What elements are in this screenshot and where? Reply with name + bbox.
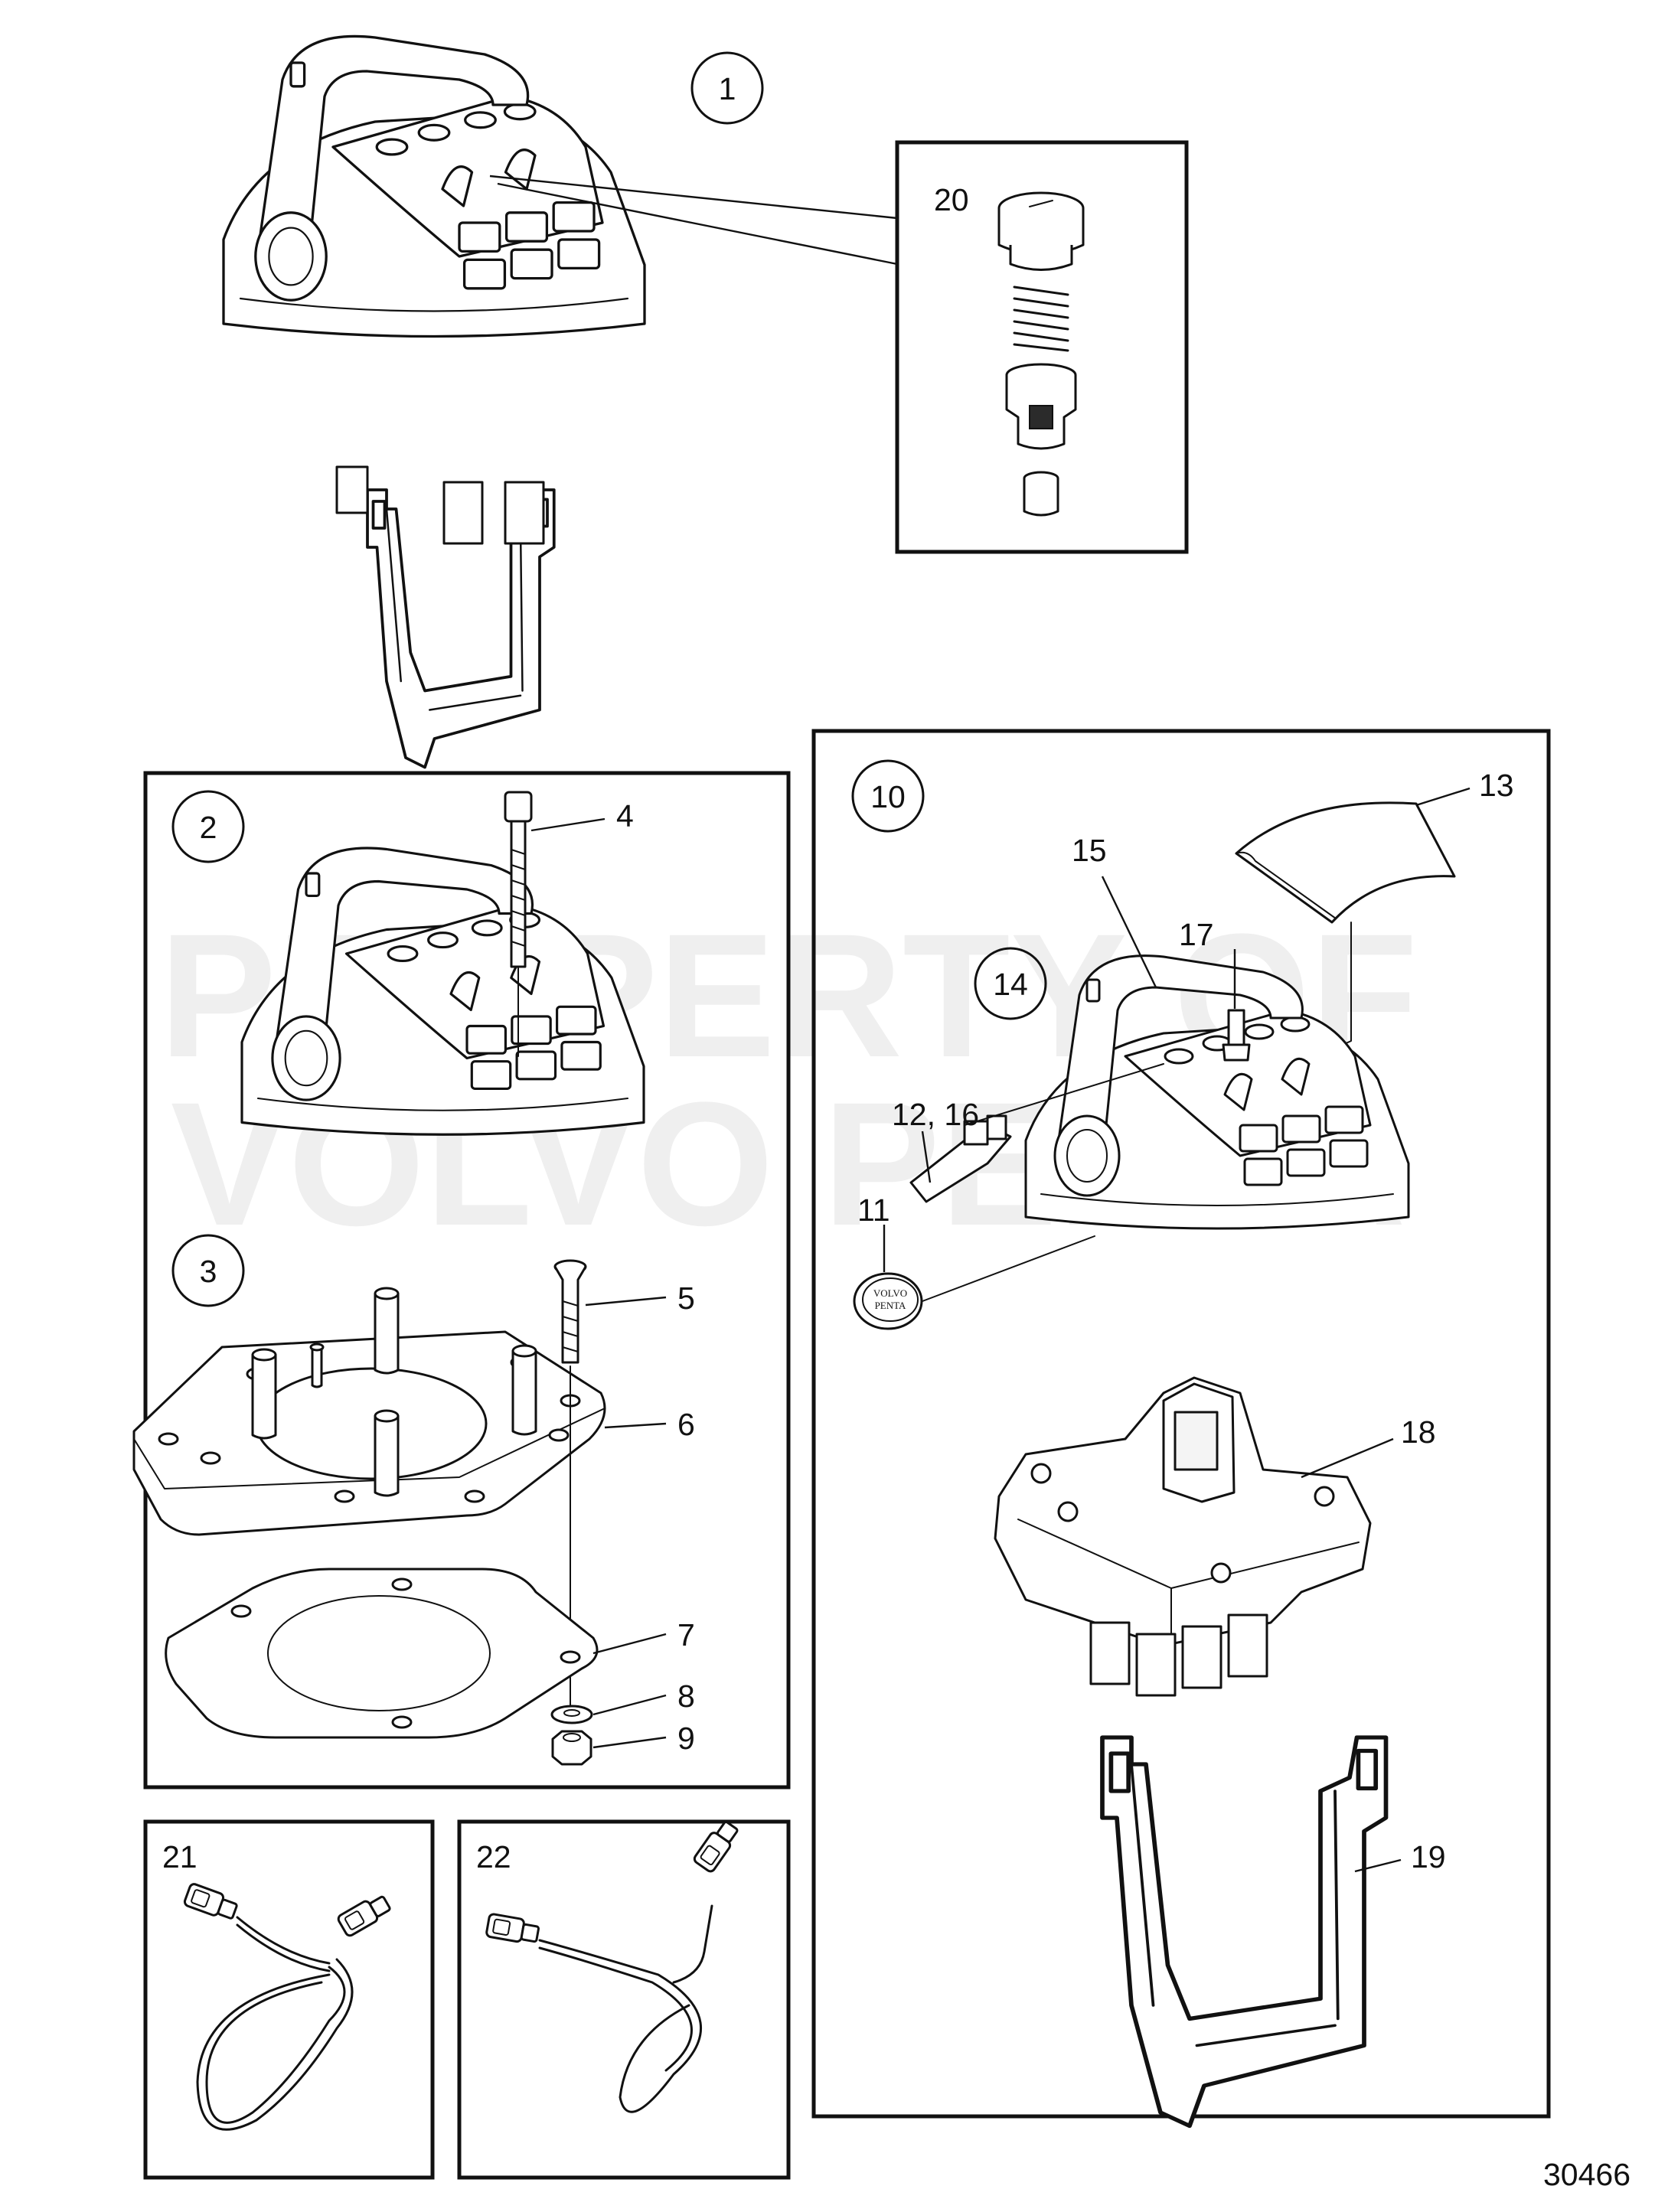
nut-9: [551, 1730, 592, 1766]
part-label-8: 8: [677, 1679, 695, 1714]
callout-10: 10: [870, 779, 906, 814]
screw-17: [1222, 1009, 1251, 1062]
part-label-21: 21: [162, 1839, 197, 1874]
part-label-13: 13: [1479, 768, 1514, 803]
badge-text-2: PENTA: [875, 1300, 906, 1311]
cable-harness-22: [485, 1817, 742, 2113]
part-label-17: 17: [1179, 917, 1214, 952]
callout-circle-2: [171, 790, 245, 863]
part-label-4: 4: [616, 798, 634, 834]
callout-circle-1: [690, 51, 764, 125]
bracket-19: [1102, 1737, 1386, 2126]
cable-harness-21: [182, 1881, 393, 2131]
figure-number: 30466: [1543, 2157, 1631, 2192]
mounting-plate-6: [132, 1287, 606, 1536]
callout-circle-3: [171, 1234, 245, 1307]
part-label-18: 18: [1401, 1414, 1436, 1450]
clip-12-16: [909, 1114, 1012, 1203]
callout-circle-10: [851, 759, 925, 833]
panel-box-2-9: [143, 771, 791, 1790]
screw-5: [553, 1259, 587, 1364]
badge-text-1: VOLVO: [873, 1287, 907, 1299]
control-lever-assembly: [222, 34, 646, 769]
callout-14: 14: [993, 967, 1028, 1002]
control-lever-unit: [240, 847, 645, 1136]
part-label-5: 5: [677, 1281, 695, 1316]
panel-box-22: [457, 1819, 791, 2180]
part-label-11: 11: [857, 1192, 890, 1228]
part-label-19: 19: [1411, 1839, 1446, 1874]
part-label-7: 7: [677, 1617, 695, 1652]
gasket-7: [165, 1568, 599, 1739]
callout-3: 3: [200, 1254, 217, 1289]
callout-2: 2: [200, 810, 217, 845]
part-label-22: 22: [476, 1839, 511, 1874]
valve-plunger-assembly: [997, 191, 1085, 517]
part-label-15: 15: [1072, 833, 1107, 868]
screw-4: [504, 791, 533, 968]
cover-13: [1235, 801, 1456, 924]
panel-box-21: [143, 1819, 435, 2180]
detail-box-20: [895, 140, 1189, 554]
washer-8: [550, 1705, 593, 1724]
callout-circle-14: [974, 947, 1047, 1020]
control-unit-18: [994, 1376, 1372, 1697]
callout-1: 1: [719, 71, 736, 106]
part-label-20: 20: [934, 182, 969, 217]
part-label-12-16: 12, 16: [892, 1097, 979, 1132]
badge-11: VOLVO PENTA: [853, 1272, 923, 1330]
part-label-6: 6: [677, 1407, 695, 1442]
part-label-9: 9: [677, 1721, 695, 1756]
